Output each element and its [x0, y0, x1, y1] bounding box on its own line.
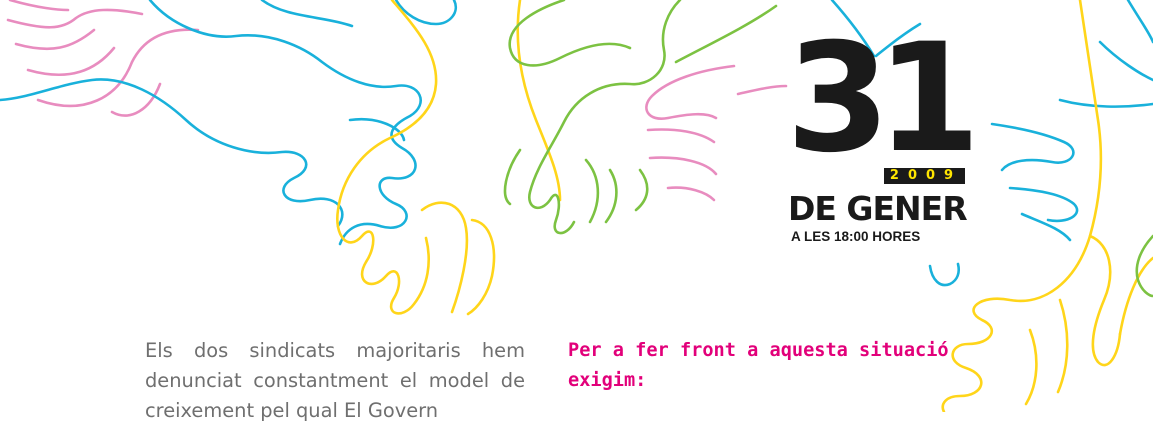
green-hand-outline-right — [1135, 234, 1153, 298]
yellow-hand-outline-right — [941, 0, 1153, 412]
green-hand-outline-center — [503, 0, 778, 235]
event-month: DE GENER — [788, 189, 968, 228]
pink-hand-outline-center — [645, 64, 788, 202]
hands-illustration — [0, 0, 1153, 412]
event-day-number: 31 — [786, 12, 981, 186]
blue-hand-outline-right — [830, 0, 1153, 287]
article-paragraph: Els dos sindicats majoritaris hem denunc… — [145, 339, 525, 422]
yellow-hand-outline-center — [336, 0, 562, 316]
blue-hand-outline-left — [0, 0, 457, 246]
demands-heading: Per a fer front a aquesta situació exigi… — [568, 340, 949, 391]
event-year-badge: 2009 — [884, 168, 965, 184]
event-date-block: 31 2009 DE GENER A LES 18:00 HORES — [786, 24, 981, 254]
pink-hand-outline-left — [6, 0, 200, 117]
event-time: A LES 18:00 HORES — [791, 229, 921, 244]
